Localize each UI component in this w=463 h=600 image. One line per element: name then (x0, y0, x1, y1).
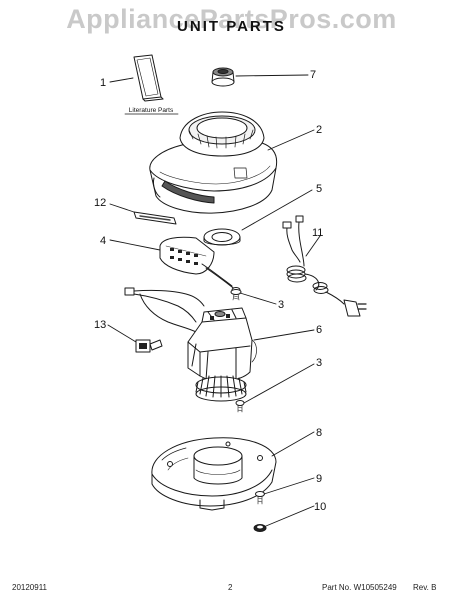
callout-8: 8 (316, 427, 322, 439)
callout-3-lower: 3 (316, 357, 322, 369)
callout-numbers: 1 2 3 3 4 5 6 7 8 9 10 11 12 13 (94, 69, 326, 513)
callout-11: 11 (312, 227, 323, 239)
part-12-badge (133, 211, 177, 225)
footer-page-number: 2 (228, 583, 233, 592)
part-7-cap (211, 67, 235, 87)
part-3-screw-lower (235, 400, 245, 413)
footer-revision: Rev. B (413, 583, 437, 592)
part-4-control-panel (159, 236, 241, 293)
part-11-power-cord (282, 215, 367, 317)
part-13-harness (124, 287, 205, 353)
part-10-foot (253, 524, 267, 532)
part-9-screw (255, 491, 265, 505)
watermark: AppliancePartsPros.com (66, 4, 397, 34)
part-8-base (151, 437, 277, 511)
literature-parts (124, 54, 179, 115)
part-6-motor (187, 307, 257, 402)
callout-6: 6 (316, 324, 322, 336)
literature-parts-label: Literature Parts (129, 107, 174, 114)
callout-1: 1 (100, 77, 106, 89)
callout-2: 2 (316, 124, 322, 136)
part-3-screw-upper (230, 289, 242, 301)
footer-part-number: Part No. W10505249 (322, 583, 397, 592)
footer-date: 20120911 (12, 583, 47, 592)
leader-lines (107, 74, 321, 527)
callout-3-upper: 3 (278, 299, 284, 311)
callout-5: 5 (316, 183, 322, 195)
callout-4: 4 (100, 235, 106, 247)
part-5-gasket (203, 228, 241, 246)
page-title: UNIT PARTS (177, 18, 286, 35)
callout-9: 9 (316, 473, 322, 485)
callout-13: 13 (94, 319, 106, 331)
part-2-housing (149, 111, 278, 214)
callout-12: 12 (94, 197, 106, 209)
callout-7: 7 (310, 69, 316, 81)
callout-10: 10 (314, 501, 326, 513)
